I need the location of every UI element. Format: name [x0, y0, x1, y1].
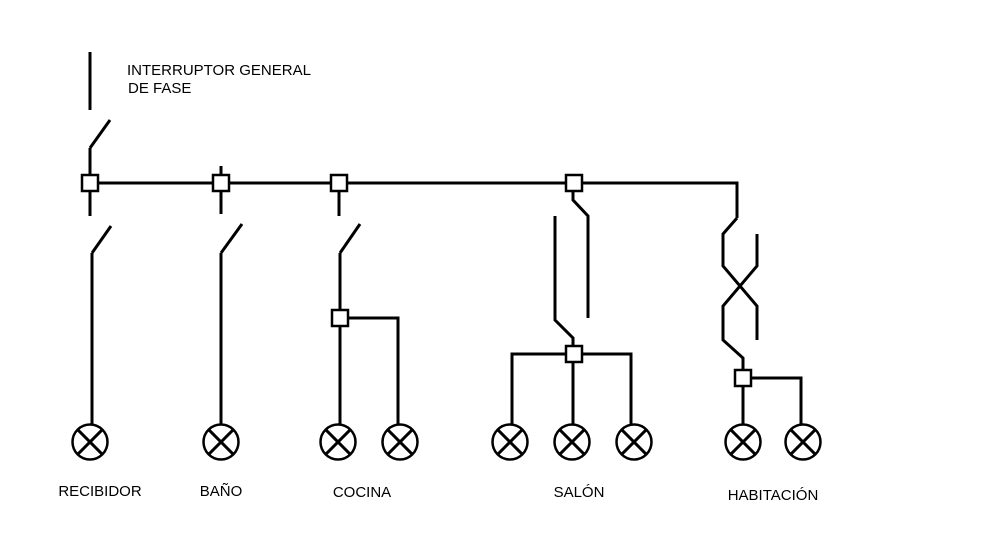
- junction-box-salon: [564, 173, 584, 193]
- title-line-2: DE FASE: [128, 80, 192, 97]
- junction-boxes: [80, 173, 753, 388]
- general-switch: [88, 52, 112, 183]
- lamp-icon: [202, 423, 240, 461]
- cocina-circuit: [337, 183, 400, 424]
- phase-bus: [90, 181, 739, 218]
- lamp-icon: [71, 423, 109, 461]
- lamp-icon: [381, 423, 419, 461]
- junction-box-cocina: [329, 173, 349, 193]
- junction-box-salon-lamps: [564, 344, 584, 364]
- title-line-1: INTERRUPTOR GENERAL: [127, 62, 311, 79]
- bano-circuit: [219, 166, 244, 424]
- room-label-salon: SALÓN: [553, 484, 605, 501]
- recibidor-circuit: [88, 183, 113, 424]
- lamp-icon: [553, 423, 591, 461]
- lamp-icon: [319, 423, 357, 461]
- salon-circuit: [510, 183, 633, 424]
- lamps: [71, 423, 822, 461]
- lamp-icon: [724, 423, 762, 461]
- habitacion-circuit: [721, 217, 803, 424]
- room-label-cocina: COCINA: [332, 484, 392, 501]
- room-label-habitacion: HABITACIÓN: [727, 487, 819, 504]
- junction-box-general: [80, 173, 100, 193]
- room-label-bano: BAÑO: [199, 483, 243, 500]
- junction-box-bano: [211, 173, 231, 193]
- lamp-icon: [615, 423, 653, 461]
- lamp-icon: [491, 423, 529, 461]
- lamp-icon: [784, 423, 822, 461]
- junction-box-cocina-lamps: [330, 308, 350, 328]
- room-label-recibidor: RECIBIDOR: [58, 483, 142, 500]
- junction-box-habitacion-lamps: [733, 368, 753, 388]
